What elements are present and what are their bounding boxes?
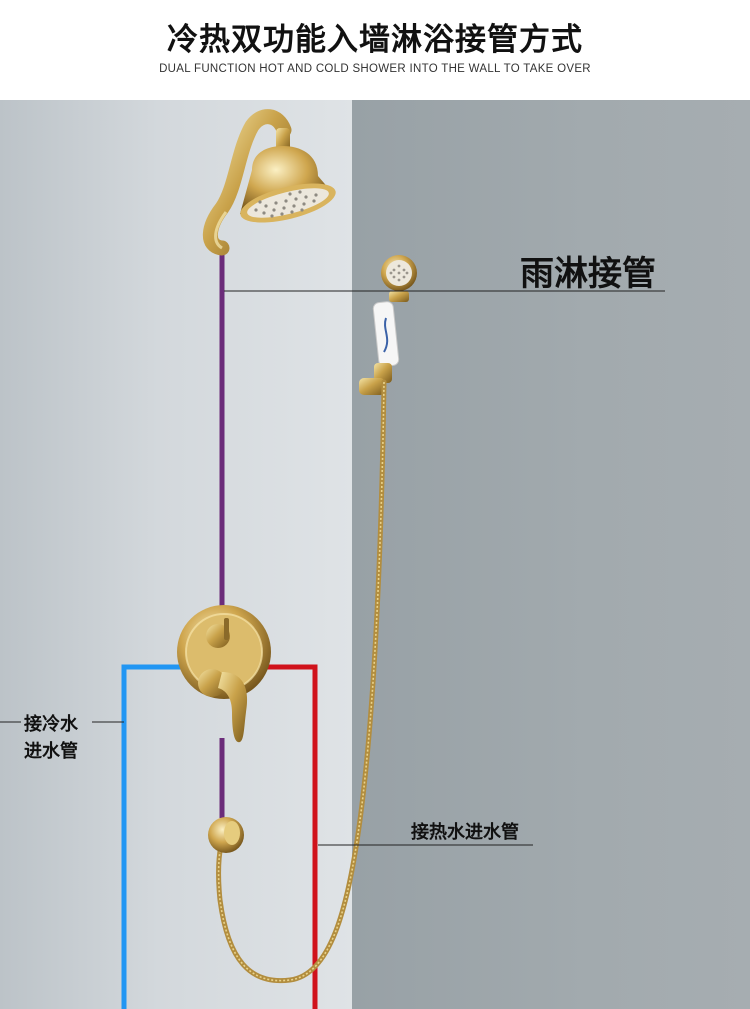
page-title: 冷热双功能入墙淋浴接管方式 <box>167 22 583 58</box>
header: 冷热双功能入墙淋浴接管方式 DUAL FUNCTION HOT AND COLD… <box>0 0 750 100</box>
flexible-hose <box>216 379 387 984</box>
cold-inlet-label: 接冷水 进水管 <box>24 711 78 765</box>
page-subtitle: DUAL FUNCTION HOT AND COLD SHOWER INTO T… <box>159 63 591 75</box>
rain-shower-head <box>202 109 336 256</box>
diverter-valve <box>177 605 271 743</box>
hot-water-pipe <box>262 664 318 1009</box>
hot-inlet-label: 接热水进水管 <box>411 822 519 843</box>
rain-pipe-label: 雨淋接管 <box>520 254 656 294</box>
cold-inlet-label-line2: 进水管 <box>24 741 78 762</box>
wall-right <box>352 100 750 1009</box>
cold-water-pipe <box>121 664 185 1009</box>
wall-bracket <box>359 378 385 395</box>
wall-outlet-elbow <box>208 817 244 853</box>
handheld-shower <box>372 255 417 383</box>
wall-left <box>0 100 352 1009</box>
cold-inlet-label-line1: 接冷水 <box>24 714 78 735</box>
